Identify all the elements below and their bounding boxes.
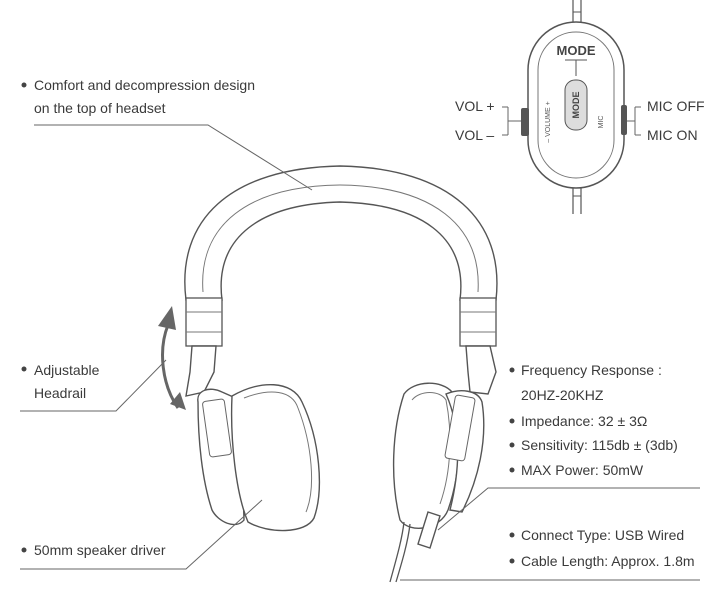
headset-illustration [158, 165, 498, 583]
comfort-text-line2: on the top of headset [34, 100, 166, 116]
vol-up-label: VOL + [455, 98, 495, 114]
mode-label: MODE [557, 43, 596, 58]
mic-off-label: MIC OFF [647, 98, 705, 114]
mic-switch [621, 105, 627, 135]
headrail-text-line1: Adjustable [34, 362, 100, 378]
inline-controller: MODE MODE – VOLUME + MIC VOL + VOL – MIC… [455, 0, 705, 214]
comfort-text-line1: Comfort and decompression design [34, 77, 255, 93]
sensitivity-text: Sensitivity: 115db ± (3db) [521, 437, 678, 453]
connect-type-text: Connect Type: USB Wired [521, 527, 684, 543]
mode-button [564, 79, 588, 131]
callout-lines [20, 124, 700, 581]
volume-side-text: – VOLUME + [545, 101, 552, 142]
freq-text-line2: 20HZ-20KHZ [521, 387, 604, 403]
headrail-text-line2: Headrail [34, 385, 86, 401]
mode-button-label: MODE [571, 92, 581, 119]
driver-text: 50mm speaker driver [34, 542, 166, 558]
mic-side-text: MIC [598, 116, 605, 129]
cable-length-text: Cable Length: Approx. 1.8m [521, 553, 695, 569]
impedance-text: Impedance: 32 ± 3Ω [521, 413, 647, 429]
volume-wheel [521, 108, 529, 136]
vol-down-label: VOL – [455, 127, 494, 143]
callouts: Comfort and decompression design on the … [21, 77, 695, 569]
max-power-text: MAX Power: 50mW [521, 462, 644, 478]
mic-on-label: MIC ON [647, 127, 698, 143]
freq-text-line1: Frequency Response : [521, 362, 662, 378]
